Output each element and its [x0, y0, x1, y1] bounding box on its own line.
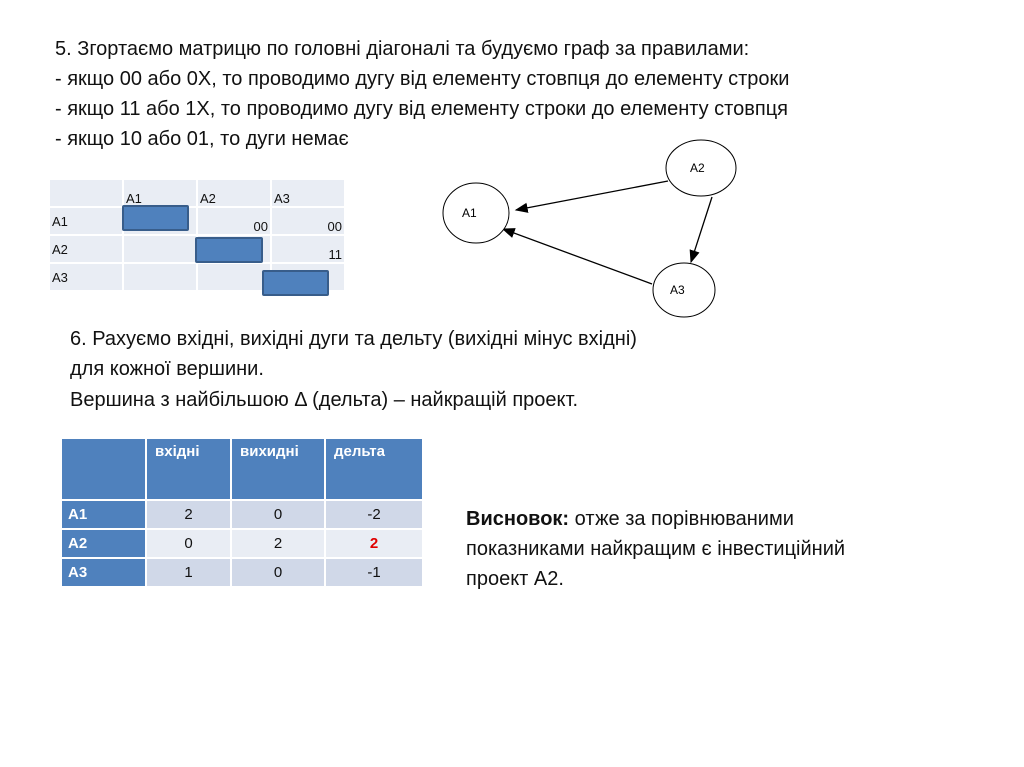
matrix-row-header: A2 — [48, 234, 124, 264]
edge-a2-a1 — [514, 180, 669, 213]
edge-a2-a3 — [689, 196, 713, 264]
conclusion-line: Висновок: отже за порівнюваними — [466, 508, 794, 530]
step5-line: - якщо 10 або 01, то дуги немає — [55, 128, 349, 150]
col-header: дельта — [324, 437, 424, 501]
matrix-cell: 00 — [196, 206, 272, 236]
col-header: вхідні — [145, 437, 232, 501]
matrix-col-header: A2 — [196, 178, 272, 208]
step5-line: 5. Згортаємо матрицю по головні діагонал… — [55, 38, 750, 60]
step5-line: - якщо 00 або 0Х, то проводимо дугу від … — [55, 68, 790, 90]
matrix-cell: 11 — [270, 234, 346, 264]
matrix-cell: 00 — [270, 206, 346, 236]
step6-line: Вершина з найбільшою Δ (дельта) – найкра… — [70, 389, 579, 411]
edge-a3-a1 — [501, 228, 653, 285]
matrix-cell — [122, 262, 198, 292]
matrix-row-header: A3 — [48, 262, 124, 292]
node-a1 — [442, 182, 510, 244]
step6-line: 6. Рахуємо вхідні, вихідні дуги та дельт… — [70, 328, 637, 350]
node-label: A3 — [670, 283, 685, 297]
matrix-col-header: A1 — [122, 178, 198, 208]
diagonal-block — [195, 237, 263, 263]
node-a3 — [652, 262, 716, 318]
step6-line: для кожної вершини. — [70, 358, 264, 380]
matrix-cell — [196, 262, 272, 292]
node-label: A2 — [690, 161, 705, 175]
best-delta: 2 — [324, 528, 424, 559]
node-a2 — [665, 139, 737, 197]
matrix-cell — [122, 234, 198, 264]
col-header: вихидні — [230, 437, 326, 501]
matrix-row-header: A1 — [48, 206, 124, 236]
node-label: A1 — [462, 206, 477, 220]
matrix-col-header: A3 — [270, 178, 346, 208]
conclusion-line: показниками найкращим є інвестиційний — [466, 538, 846, 560]
diagonal-block — [262, 270, 329, 296]
diagonal-block — [122, 205, 189, 231]
conclusion-line: проект А2. — [466, 568, 564, 590]
step5-line: - якщо 11 або 1Х, то проводимо дугу від … — [55, 98, 788, 120]
